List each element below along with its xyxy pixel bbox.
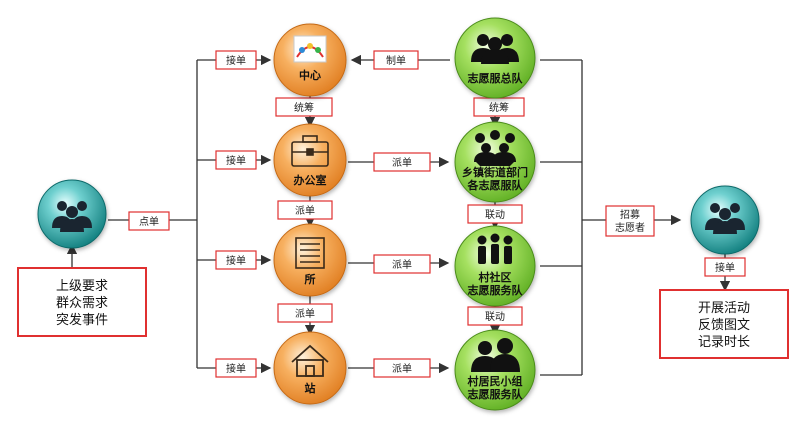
svg-text:中心: 中心 (299, 68, 321, 82)
label-pai-dan-office-down: 派单 (277, 200, 333, 220)
group-people-icon (52, 201, 92, 232)
label-tong-chou-right: 统筹 (473, 97, 525, 117)
svg-text:派单: 派单 (392, 157, 412, 169)
edge-labels: 点单 接单 接单 接单 接单 制单 统筹 统筹 (128, 50, 746, 378)
label-zhi-dan: 制单 (373, 50, 419, 70)
start-node (37, 179, 107, 249)
svg-text:志愿服务队: 志愿服务队 (468, 387, 524, 401)
svg-text:联动: 联动 (485, 209, 505, 221)
svg-text:站: 站 (305, 381, 316, 395)
label-pai-dan-office-team: 派单 (373, 152, 431, 172)
svg-text:联动: 联动 (485, 311, 505, 323)
svg-text:上级要求: 上级要求 (56, 279, 108, 294)
two-people-icon (471, 338, 520, 372)
label-zhao-mu: 招募 志愿者 (605, 205, 655, 237)
label-tong-chou-left: 统筹 (275, 97, 333, 117)
standing-people-icon (477, 233, 513, 264)
meeting-group-icon (474, 130, 516, 166)
svg-text:群众需求: 群众需求 (56, 296, 108, 311)
node-suo: 所 (273, 223, 347, 297)
label-jie-dan-zhan: 接单 (215, 358, 257, 378)
svg-text:统筹: 统筹 (489, 101, 509, 114)
svg-text:接单: 接单 (715, 261, 735, 274)
svg-text:办公室: 办公室 (294, 173, 327, 187)
svg-text:志愿服总队: 志愿服总队 (468, 71, 524, 85)
volunteer-logo-icon (293, 35, 327, 63)
svg-text:村居民小组: 村居民小组 (468, 374, 523, 388)
svg-text:村社区: 村社区 (479, 270, 512, 284)
node-team-town: 乡镇街道部门 各志愿服队 (454, 121, 536, 203)
svg-text:接单: 接单 (226, 154, 246, 167)
briefcase-icon (291, 135, 329, 167)
svg-text:接单: 接单 (226, 362, 246, 375)
node-center: 中心 (273, 23, 347, 97)
label-lian-dong-2: 联动 (467, 306, 523, 326)
label-jie-dan-center: 接单 (215, 50, 257, 70)
node-team-group: 村居民小组 志愿服务队 (454, 329, 536, 411)
end-node (690, 185, 760, 255)
team-people-icon (705, 203, 745, 234)
svg-text:开展活动: 开展活动 (698, 301, 750, 316)
label-pai-dan-zhan-team: 派单 (373, 358, 431, 378)
svg-text:突发事件: 突发事件 (56, 312, 108, 328)
node-team-village: 村社区 志愿服务队 (454, 225, 536, 307)
svg-text:志愿服务队: 志愿服务队 (468, 283, 524, 297)
label-dian-dan: 点单 (128, 211, 170, 231)
svg-text:招募: 招募 (620, 208, 640, 221)
svg-text:乡镇街道部门: 乡镇街道部门 (462, 165, 528, 179)
svg-text:所: 所 (305, 272, 316, 286)
svg-text:派单: 派单 (392, 363, 412, 375)
label-lian-dong-1: 联动 (467, 204, 523, 224)
label-pai-dan-suo-team: 派单 (373, 254, 431, 274)
svg-text:反馈图文: 反馈图文 (698, 318, 750, 333)
svg-text:志愿者: 志愿者 (615, 221, 645, 234)
svg-text:点单: 点单 (139, 216, 159, 228)
svg-text:派单: 派单 (392, 259, 412, 271)
node-office: 办公室 (273, 123, 347, 197)
output-box: 开展活动 反馈图文 记录时长 (659, 289, 789, 359)
label-jie-dan-right: 接单 (704, 257, 746, 277)
label-jie-dan-suo: 接单 (215, 250, 257, 270)
svg-text:统筹: 统筹 (294, 101, 314, 114)
house-icon (291, 344, 329, 377)
svg-text:接单: 接单 (226, 54, 246, 67)
label-jie-dan-office: 接单 (215, 150, 257, 170)
svg-text:派单: 派单 (295, 205, 315, 217)
user-group-icon (471, 34, 519, 64)
label-pai-dan-suo-down: 派单 (277, 303, 333, 323)
node-zhan: 站 (273, 331, 347, 405)
input-box: 上级要求 群众需求 突发事件 (17, 267, 147, 337)
svg-text:派单: 派单 (295, 308, 315, 320)
svg-text:各志愿服队: 各志愿服队 (467, 178, 524, 192)
building-icon (295, 237, 325, 269)
node-team-total: 志愿服总队 (454, 17, 536, 99)
svg-text:接单: 接单 (226, 254, 246, 267)
svg-text:记录时长: 记录时长 (698, 335, 750, 350)
svg-text:制单: 制单 (386, 54, 406, 67)
